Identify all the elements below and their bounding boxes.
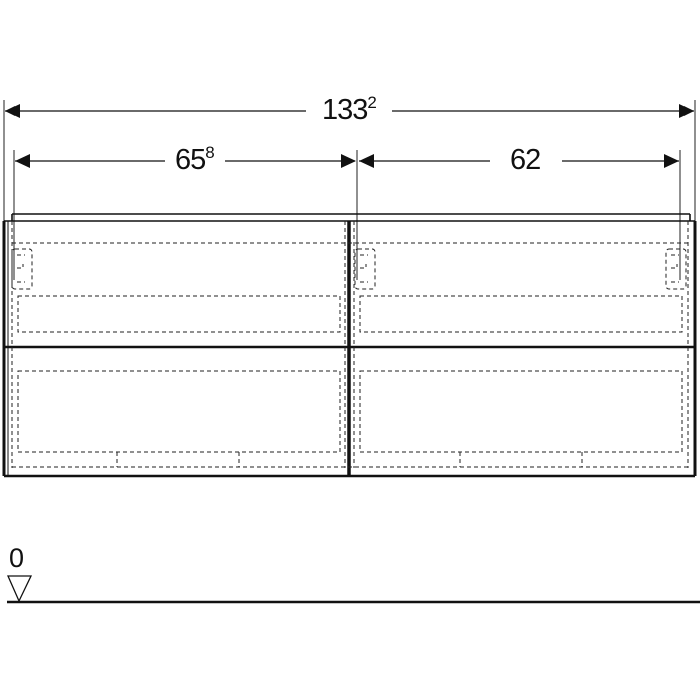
overall-width-decimal: 2 [367,93,377,112]
cabinet-top-plate [4,213,695,222]
floor-reference [7,575,700,604]
left-width-value: 65 [175,144,206,176]
dimension-line-left [15,154,356,168]
cabinet-body [2,221,697,478]
dimension-line-overall [5,104,694,118]
triangle-down-icon [7,575,33,603]
right-width-value: 62 [510,144,541,176]
hidden-lines [11,221,689,468]
floor-level-label: 0 [9,543,25,573]
left-width-decimal: 8 [205,143,215,162]
dimension-line-right [359,154,679,168]
right-width-label: 62 [508,144,543,176]
left-width-label: 658 [173,143,217,176]
overall-width-value: 133 [322,94,368,126]
overall-width-label: 1332 [318,93,381,126]
